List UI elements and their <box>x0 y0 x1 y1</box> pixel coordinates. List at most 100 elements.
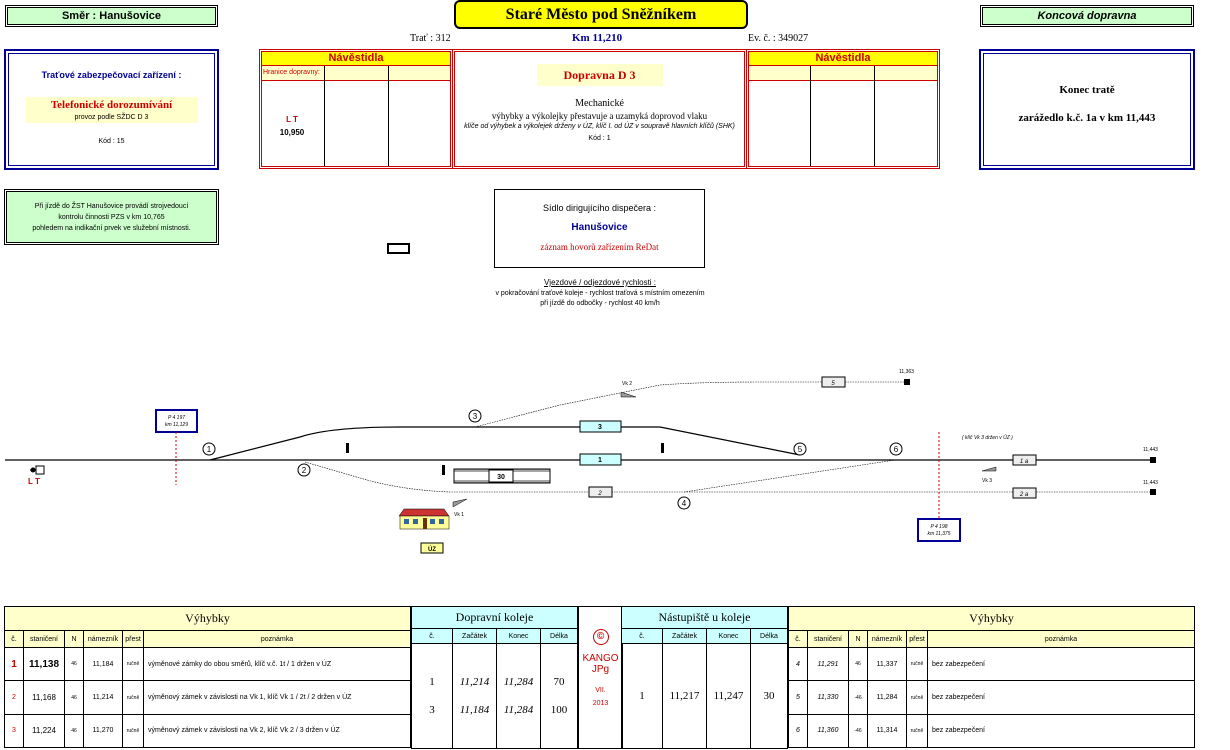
note-line3: pohledem na indikační prvek ve služební … <box>32 224 191 232</box>
track-diagram: L T P 4 197 km 11,129 P 4 198 km 11,375 … <box>5 369 1158 554</box>
table-row: 2 11,168 46 11,214 ručně výměnový zámek … <box>4 680 411 715</box>
cell: 46 <box>64 647 84 682</box>
cell: 46 <box>64 713 84 749</box>
cell: 11,337 <box>867 647 907 682</box>
left-info-title: Traťové zabezpečovací zařízení : <box>41 70 182 80</box>
table-row: 3 11,224 46 11,270 ručně výměnový zámek … <box>4 713 411 749</box>
trat-label: Trať : 312 <box>410 33 451 44</box>
track-2-line <box>304 461 1155 493</box>
signals-left-box: Návěstidla Hranice dopravny: L T 10,950 <box>259 49 453 169</box>
center-mech: Mechanické <box>575 98 624 109</box>
cell: bez zabezpečení <box>927 647 1195 682</box>
uz-box <box>420 542 444 554</box>
col-nam: námezník <box>83 630 123 649</box>
signals-left-col1 <box>324 66 325 166</box>
col-n: N <box>64 630 84 649</box>
note-line2: kontrolu činnosti PZS v km 10,765 <box>58 213 165 221</box>
col-del: Délka <box>540 628 578 644</box>
cell: 4 <box>788 647 808 682</box>
cell: bez zabezpečení <box>927 680 1195 715</box>
track-3-label: 3 <box>598 424 602 431</box>
km-11443b: 11,443 <box>1143 480 1158 486</box>
dispatcher-title: Sídlo dirigujícího dispečera : <box>542 203 657 213</box>
note-box: Při jízdě do ŽST Hanušovice provádí stro… <box>4 189 219 245</box>
vk1-icon <box>452 498 468 508</box>
cell: 11,314 <box>867 713 907 749</box>
table-row: 5 11,330 -46 11,284 ručně bez zabezpečen… <box>788 680 1195 715</box>
switch-3: 3 <box>468 409 482 423</box>
cell: 11,360 <box>807 713 849 749</box>
cell: 5 <box>788 680 808 715</box>
col-prest: přest <box>122 630 144 649</box>
speeds-line1: v pokračování traťové koleje - rychlost … <box>495 290 705 297</box>
vk3-label: Vk 3 <box>982 478 992 484</box>
left-info-code: Kód : 15 <box>98 138 125 145</box>
signals-left-col2 <box>388 66 389 166</box>
cell: 11,138 <box>23 647 65 682</box>
border-label: Hranice dopravny: <box>263 69 320 76</box>
km-11443a: 11,443 <box>1143 447 1158 453</box>
dispatcher-rec: záznam hovorů zařízením ReDat <box>540 242 659 252</box>
cell: 1 <box>4 647 24 682</box>
marker-box <box>387 243 410 254</box>
vk2-label: Vk 2 <box>622 381 632 387</box>
switches-left-body: 1 11,138 46 11,184 ručně výměnové zámky … <box>4 647 411 749</box>
cell: 11,330 <box>807 680 849 715</box>
left-info-system: Telefonické dorozumívání <box>50 99 173 111</box>
dispatcher-box: Sídlo dirigujícího dispečera : Hanušovic… <box>494 189 705 268</box>
col-c: č. <box>4 630 24 649</box>
lt-signal-icon <box>30 465 45 475</box>
center-line1: výhybky a výkolejky přestavuje a uzamyká… <box>491 111 708 121</box>
svg-text:1: 1 <box>207 445 212 454</box>
track-mark-platform <box>442 465 445 475</box>
track-5-box <box>821 376 846 388</box>
signals-left-grid: Hranice dopravny: <box>262 66 450 81</box>
table-row: 1 11,217 11,247 30 <box>621 643 788 749</box>
track-1a-label: 1 a <box>1020 459 1029 465</box>
col-n: N <box>848 630 868 649</box>
buffer-stop-1a <box>1150 457 1156 463</box>
svg-text:6: 6 <box>894 445 899 454</box>
col-nam: námezník <box>867 630 907 649</box>
jpg-label: JPg <box>591 664 610 675</box>
cell: ručně <box>906 713 928 749</box>
switches-right-title: Výhybky <box>788 605 1195 632</box>
track-1-box <box>579 453 622 466</box>
col-c: č. <box>411 628 453 644</box>
center-line2: klíče od výhybek a výkolejek drženy v ÚZ… <box>464 123 735 130</box>
p4198-label: P 4 198 <box>930 524 947 530</box>
right-line1: Konec tratě <box>1059 84 1115 96</box>
track-1-label: 1 <box>598 457 602 464</box>
cell: 11,291 <box>807 647 849 682</box>
left-info-sub: provoz podle SŽDC D 3 <box>74 114 149 121</box>
svg-text:3: 3 <box>473 412 478 421</box>
col-kon: Konec <box>496 628 541 644</box>
cell: 30 <box>750 643 788 749</box>
km-label: Km 11,210 <box>572 32 623 44</box>
buffer-stop-2a <box>1150 489 1156 495</box>
cell: ručně <box>122 680 144 715</box>
switches-left-table: Výhybky č. staničení N námezník přest po… <box>4 605 411 749</box>
bottom-tables: Výhybky č. staničení N námezník přest po… <box>4 605 1195 749</box>
track-link-4-6 <box>683 459 896 493</box>
platforms-title: Nástupiště u koleje <box>621 606 788 629</box>
col-pozn: poznámka <box>143 630 411 649</box>
tracks-table: Dopravní koleje č. Začátek Konec Délka 1… <box>411 606 578 749</box>
lt-signal-km: 10,950 <box>279 128 305 137</box>
signals-left-header: Návěstidla <box>262 52 450 66</box>
cell: ručně <box>906 680 928 715</box>
cell: 11,184 <box>83 647 123 682</box>
vk3-icon <box>981 466 997 472</box>
platform-30-label-box <box>488 469 514 483</box>
svg-text:2: 2 <box>302 466 307 475</box>
platform-30-label: 30 <box>497 474 505 481</box>
cell: výměnový zámek v závislosti na Vk 1, klí… <box>143 680 411 715</box>
p4197-box <box>155 409 198 433</box>
tracks-title: Dopravní koleje <box>411 606 578 629</box>
table-row: 6 11,360 -46 11,314 ručně bez zabezpečen… <box>788 713 1195 749</box>
station-building-icon <box>398 508 450 530</box>
track-2-box <box>588 486 613 498</box>
col-del: Délka <box>750 628 788 644</box>
